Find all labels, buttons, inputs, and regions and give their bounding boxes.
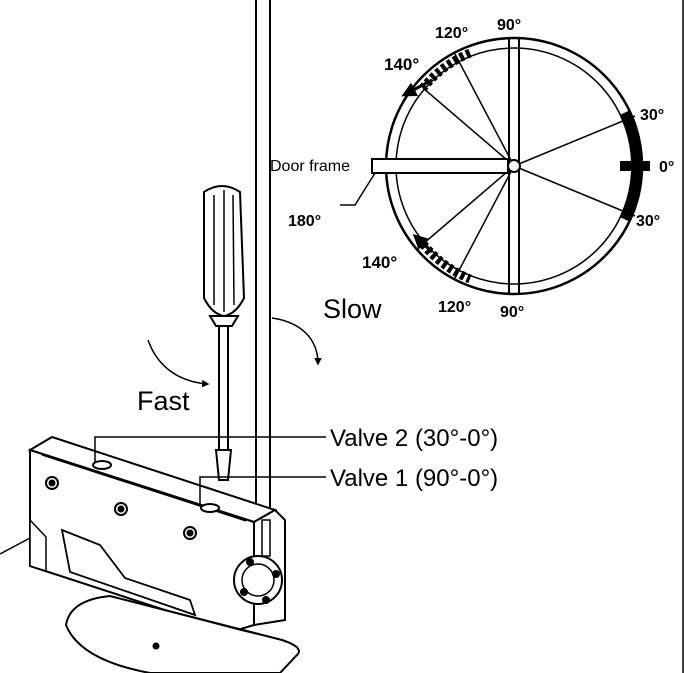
- label-30-bottom: 30°: [636, 213, 660, 230]
- dial-radial-lines: [422, 53, 636, 279]
- fast-arrow: [147, 339, 210, 388]
- arc-120-140-bottom: [419, 241, 472, 284]
- valve-1-label: Valve 1 (90°-0°): [330, 465, 498, 492]
- zero-degree-marker: [620, 161, 650, 171]
- arc-120-140-top: [419, 48, 472, 91]
- label-140-bottom: 140°: [362, 253, 397, 272]
- pinion-assembly: [233, 519, 283, 605]
- floor-line: [0, 537, 31, 555]
- body-screws: [45, 476, 197, 540]
- door-edge: [255, 0, 271, 525]
- screw: [186, 529, 194, 537]
- screwdriver-tip: [214, 449, 233, 481]
- slow-label: Slow: [323, 294, 382, 324]
- arrow-140-bottom: [412, 233, 434, 254]
- arrow-140-top: [401, 78, 433, 97]
- label-180: 180°: [288, 213, 321, 230]
- pinion-bolt: [262, 596, 270, 604]
- label-30-top: 30°: [640, 107, 664, 124]
- leader-180: [340, 172, 376, 206]
- slow-arrow: [271, 317, 322, 366]
- label-90-top: 90°: [497, 17, 521, 34]
- screw: [48, 479, 56, 487]
- valve-leaders: [94, 436, 326, 505]
- foot-plate: [64, 594, 300, 673]
- fast-label: Fast: [137, 386, 190, 416]
- angle-dial: [384, 36, 650, 296]
- valve-2-screw: [92, 460, 112, 470]
- door-frame-bar: [371, 158, 509, 174]
- pinion-bolt: [240, 588, 248, 596]
- pinion-bolt: [272, 570, 280, 578]
- valve-2-label: Valve 2 (30°-0°): [330, 425, 498, 452]
- label-90-bottom: 90°: [500, 304, 524, 321]
- door-closer-body: [27, 435, 286, 634]
- screwdriver-shaft: [218, 325, 229, 451]
- label-0: 0°: [659, 159, 674, 176]
- pinion-bolt: [246, 558, 254, 566]
- valve-screws: [92, 460, 220, 513]
- label-140-top: 140°: [384, 55, 419, 74]
- label-120-bottom: 120°: [438, 299, 471, 316]
- door-frame-label: Door frame: [270, 158, 350, 175]
- valve-1-screw: [200, 503, 220, 513]
- dial-hub: [507, 159, 521, 173]
- screwdriver: [203, 185, 246, 481]
- label-120-top: 120°: [435, 25, 468, 42]
- screw: [117, 505, 125, 513]
